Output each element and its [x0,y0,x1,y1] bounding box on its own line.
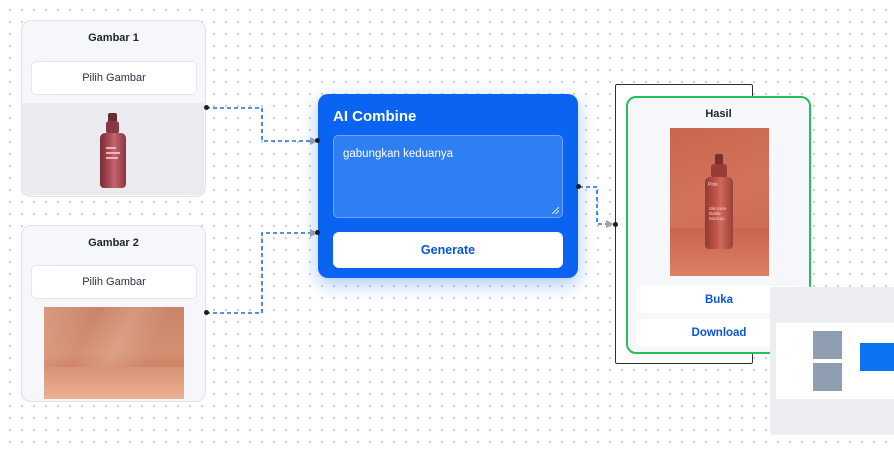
output-port[interactable] [204,310,209,315]
image-node-2[interactable]: Gambar 2 Pilih Gambar [21,225,206,402]
bottle-caption-line: Bottle [709,211,721,217]
prompt-textarea[interactable]: gabungkan keduanya [333,135,563,218]
minimap-node-image1 [813,331,842,359]
bottle-product: Pink Skincare Bottle Mockup [704,154,734,250]
bottle-caption-line: Skincare [709,206,727,211]
node-title: Gambar 1 [88,32,139,44]
minimap-node-combine [860,343,894,371]
bottle-brand-text: Pink [708,182,718,188]
backdrop-floor [44,367,184,399]
image-preview [22,103,204,195]
node-title: AI Combine [333,108,417,125]
bottle-thumbnail [98,113,128,189]
pick-image-button[interactable]: Pilih Gambar [31,61,197,95]
minimap[interactable] [770,287,894,435]
arrow-head-icon [606,220,614,228]
resize-handle-icon[interactable] [552,207,559,214]
output-port[interactable] [204,105,209,110]
result-image: Pink Skincare Bottle Mockup [670,128,769,276]
input-port[interactable] [613,222,618,227]
node-title: Gambar 2 [88,237,139,249]
image-preview [44,307,184,399]
pick-image-button[interactable]: Pilih Gambar [31,265,197,299]
bottle-caption: Skincare Bottle Mockup [709,206,727,222]
node-title: Hasil [705,108,732,120]
generate-button[interactable]: Generate [333,232,563,268]
bottle-caption-line: Mockup [709,216,725,222]
minimap-node-image2 [813,363,842,391]
arrow-head-icon [310,229,318,237]
output-port[interactable] [576,184,581,189]
ai-combine-node[interactable]: AI Combine gabungkan keduanya Generate [318,94,578,278]
input-port[interactable] [315,230,320,235]
image-node-1[interactable]: Gambar 1 Pilih Gambar [21,20,206,197]
prompt-text: gabungkan keduanya [343,148,453,160]
input-port[interactable] [315,138,320,143]
connector-image2-to-combine [206,232,312,314]
connector-image1-to-combine [206,107,312,142]
connector-combine-to-result [579,186,608,225]
arrow-head-icon [310,137,318,145]
